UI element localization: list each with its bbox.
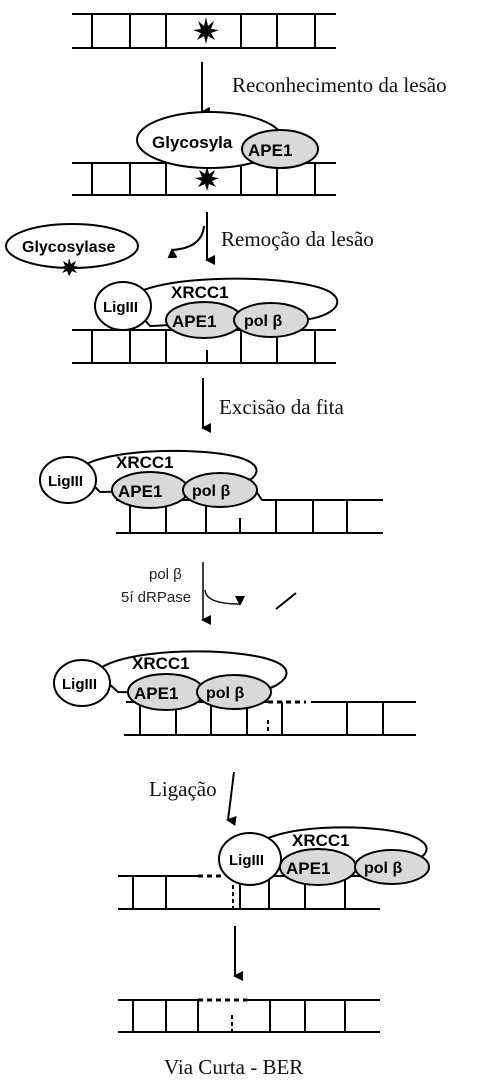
polb-protein-6 [354,849,430,885]
dna-stage-7 [118,998,380,1033]
polb-protein-3 [233,302,309,338]
polb-protein-5 [196,674,272,710]
dna-stage-1 [72,13,336,49]
enzyme-label-polb: pol β [149,566,182,583]
glycosylase-label-partial: Glycosyla [152,133,233,152]
ligiii-protein-4 [39,456,97,504]
ape1-label: APE1 [248,141,292,160]
ligiii-protein [94,281,152,331]
excised-fragment [275,592,297,610]
ligiii-label: LigIII [103,299,138,316]
step-label-excision: Excisão da fita [219,395,344,419]
released-glycosylase-label: Glycosylase [22,239,116,256]
ligiii-label-6: LigIII [229,852,264,869]
released-lesion-star-icon [60,258,79,276]
step-label-recognition: Reconhecimento da lesão [232,73,447,97]
drpase-curve-arrow [204,589,246,606]
xrcc1-label-5: XRCC1 [132,654,190,673]
xrcc1-label-6: XRCC1 [292,831,350,850]
removal-curve-arrow [167,225,205,259]
ligiii-protein-6 [218,832,282,886]
lesion-star-icon-2 [195,166,219,191]
polb-protein-4 [182,472,258,508]
ape1-label-3: APE1 [172,312,216,331]
polb-label-3: pol β [244,313,282,330]
ape1-label-4: APE1 [118,482,162,501]
xrcc1-label: XRCC1 [171,283,229,302]
ape1-label-5: APE1 [134,684,178,703]
polb-label-4: pol β [192,483,230,500]
ape1-label-6: APE1 [286,859,330,878]
xrcc1-label-4: XRCC1 [116,453,174,472]
diagram-caption: Via Curta - BER [164,1055,303,1079]
ape1-protein [241,129,319,169]
polb-label-6: pol β [364,860,402,877]
lesion-star-icon [193,17,219,44]
arrow-step-5 [226,771,237,826]
enzyme-label-drpase: 5í dRPase [121,589,191,606]
polb-label-5: pol β [206,685,244,702]
ligiii-label-5: LigIII [62,676,97,693]
step-label-removal: Remoção da lesão [221,227,374,251]
step-label-ligation: Ligação [149,777,217,801]
ligiii-protein-5 [53,659,111,707]
ligiii-label-4: LigIII [48,473,83,490]
